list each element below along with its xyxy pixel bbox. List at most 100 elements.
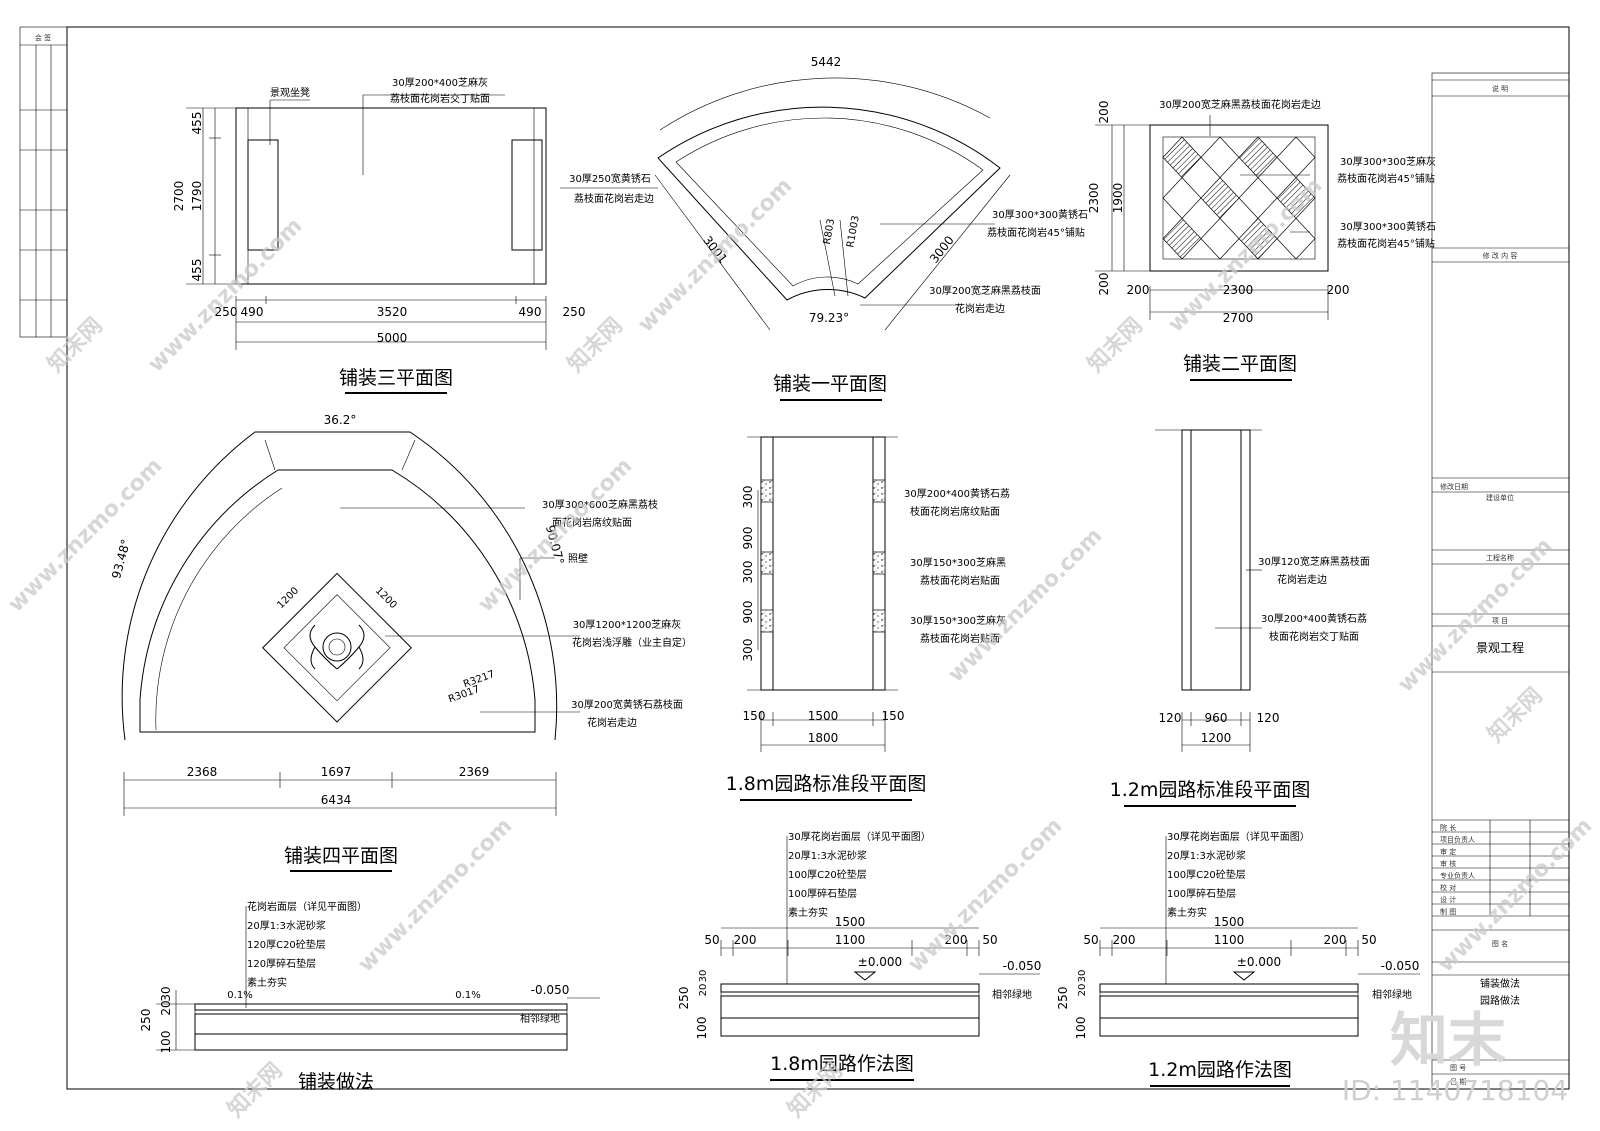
road18-side-3: 300 (741, 561, 755, 584)
road18-plan (747, 436, 898, 752)
road18-edge-stone (872, 479, 886, 503)
pave2-dim-b1: 200 (1127, 283, 1150, 297)
watermark-6: www.znzmo.com (943, 523, 1107, 687)
pave4-dim-1: 1200 (275, 585, 301, 611)
tb-project: 景观工程 (1476, 640, 1524, 655)
sheet-id: ID: 1140718104 (1342, 1074, 1568, 1107)
pave1-note-3b: 花岗岩走边 (955, 302, 1005, 315)
pave-method-dim-1: 30 (159, 986, 173, 1001)
pave3-dim-b1: 250 (215, 305, 238, 319)
watermark-5: www.znzmo.com (473, 453, 637, 617)
tb-drawing-line-2: 园路做法 (1480, 994, 1520, 1007)
road12-method-dim-4: 100 (1074, 1017, 1088, 1040)
brand-logo: 知末 (1390, 1006, 1506, 1074)
road12-method-layer-2: 20厚1:3水泥砂浆 (1167, 849, 1246, 862)
pave3-dim-l1: 455 (190, 112, 204, 135)
road12-method-dim-1: 30 (1077, 970, 1088, 983)
pave1-arc-dim: 5442 (811, 55, 842, 69)
road12-method-green: 相邻绿地 (1372, 988, 1412, 1001)
pave2-note-2a: 30厚300*300黄锈石 (1340, 220, 1436, 233)
pave-method-section (156, 906, 600, 1051)
tb-role-1: 项目负责人 (1440, 835, 1475, 844)
pave3-title: 铺装三平面图 (339, 367, 453, 389)
road18-method-layer-5: 素土夯实 (788, 906, 828, 919)
road12-method-level: -0.050 (1381, 959, 1420, 973)
road18-edge-stone (760, 609, 774, 633)
pave1-right-dim: 3000 (927, 233, 957, 266)
pave3-note-1: 30厚200*400芝麻灰 (392, 76, 488, 89)
watermark-8: www.znzmo.com (353, 813, 517, 977)
tb-item: 项 目 (1492, 617, 1508, 625)
pave2-dim-total: 2700 (1223, 311, 1254, 325)
road12-method-top: 1500 (1214, 915, 1245, 929)
pave2-diamond-tile (1200, 177, 1240, 219)
road18-method-span-4: 200 (945, 933, 968, 947)
road18-side-4: 900 (741, 601, 755, 624)
watermark-cn-3: 知末网 (1083, 313, 1148, 378)
road12-method-layer-3: 100厚C20砼垫层 (1167, 868, 1246, 881)
road12-method-span-1: 50 (1083, 933, 1098, 947)
road18-side-5: 300 (741, 639, 755, 662)
road18-method-layer-2: 20厚1:3水泥砂浆 (788, 849, 867, 862)
road12-method-title: 1.2m园路作法图 (1148, 1059, 1292, 1081)
road18-dim-b3: 150 (882, 709, 905, 723)
pave2-dim-b3: 200 (1327, 283, 1350, 297)
road18-note-2b: 荔枝面花岗岩贴面 (920, 574, 1000, 587)
road18-plan-title: 1.8m园路标准段平面图 (726, 773, 927, 795)
tb-footer-1: 日 期 (1450, 1078, 1466, 1086)
road18-note-2a: 30厚150*300芝麻黑 (910, 556, 1006, 569)
watermark-1: www.znzmo.com (143, 213, 307, 377)
tb-revision: 修 改 内 容 (1483, 251, 1518, 260)
road18-method-green: 相邻绿地 (992, 988, 1032, 1001)
road18-note-1b: 枝面花岗岩席纹贴面 (910, 505, 1000, 518)
road18-dim-b1: 150 (743, 709, 766, 723)
pave3-dim-b2: 490 (241, 305, 264, 319)
road12-method-layer-1: 30厚花岗岩面层（详见平面图） (1167, 830, 1310, 843)
pave-method-layer-5: 素土夯实 (247, 976, 287, 989)
pave3-dim-b4: 490 (519, 305, 542, 319)
road12-method-span-4: 200 (1324, 933, 1347, 947)
pave4-note-3b: 花岗岩浅浮雕（业主自定） (572, 636, 692, 649)
pave1-note-2b: 荔枝面花岗岩45°铺贴 (987, 226, 1085, 239)
road12-plan (1155, 429, 1262, 752)
title-block (1431, 72, 1570, 1090)
pave2-diamond-tile (1162, 177, 1202, 219)
pave-method-dim-3: 250 (139, 1009, 153, 1032)
pave3-dim-l2: 1790 (190, 181, 204, 212)
tb-role-4: 专业负责人 (1440, 871, 1475, 880)
watermark-cn-5: 知末网 (223, 1058, 288, 1123)
road18-method-layer-4: 100厚碎石垫层 (788, 887, 857, 900)
watermark-cn-1: 知末网 (43, 313, 108, 378)
tb-project-name: 工程名称 (1486, 553, 1514, 562)
pave4-note-1b: 面花岗岩席纹贴面 (552, 516, 632, 529)
pave-method-layer-3: 120厚C20砼垫层 (247, 938, 326, 951)
road18-dim-b2: 1500 (808, 709, 839, 723)
pave3-dim-l4: 2700 (172, 181, 186, 212)
pave2-top-note: 30厚200宽芝麻黑荔枝面花岗岩走边 (1159, 98, 1321, 111)
road18-method-dim-4: 100 (695, 1017, 709, 1040)
pave2-title: 铺装二平面图 (1183, 353, 1297, 375)
pave4-angle-top: 36.2° (324, 413, 357, 427)
pave2-diamond-tile (1200, 217, 1240, 260)
pave1-note-1b: 荔枝面花岗岩走边 (574, 192, 654, 205)
pave2-note-2b: 荔枝面花岗岩45°铺贴 (1337, 237, 1435, 250)
pave4-note-2: 照壁 (568, 552, 588, 565)
road18-edge-stone (872, 609, 886, 633)
pave1-angle: 79.23° (809, 311, 849, 325)
pave4-dim-b1: 2368 (187, 765, 218, 779)
pave4-note-1a: 30厚300*600芝麻黑荔枝 (542, 498, 658, 511)
road18-side-2: 900 (741, 527, 755, 550)
pave4-dim-2: 1200 (373, 585, 399, 611)
road12-note-2b: 枝面花岗岩交丁贴面 (1269, 630, 1359, 643)
watermark-2: www.znzmo.com (633, 173, 797, 337)
pave2-note-1a: 30厚300*300芝麻灰 (1340, 155, 1436, 168)
pave-method-layer-2: 20厚1:3水泥砂浆 (247, 919, 326, 932)
pave2-dim-l1: 200 (1097, 101, 1111, 124)
tb-client: 建设单位 (1486, 493, 1514, 502)
road12-note-1b: 花岗岩走边 (1277, 573, 1327, 586)
road18-edge-stone (760, 479, 774, 503)
road18-dim-total: 1800 (808, 731, 839, 745)
watermark-cn-2: 知末网 (563, 313, 628, 378)
pave4-note-4b: 花岗岩走边 (587, 716, 637, 729)
tb-drawing-name: 图 名 (1492, 939, 1508, 948)
